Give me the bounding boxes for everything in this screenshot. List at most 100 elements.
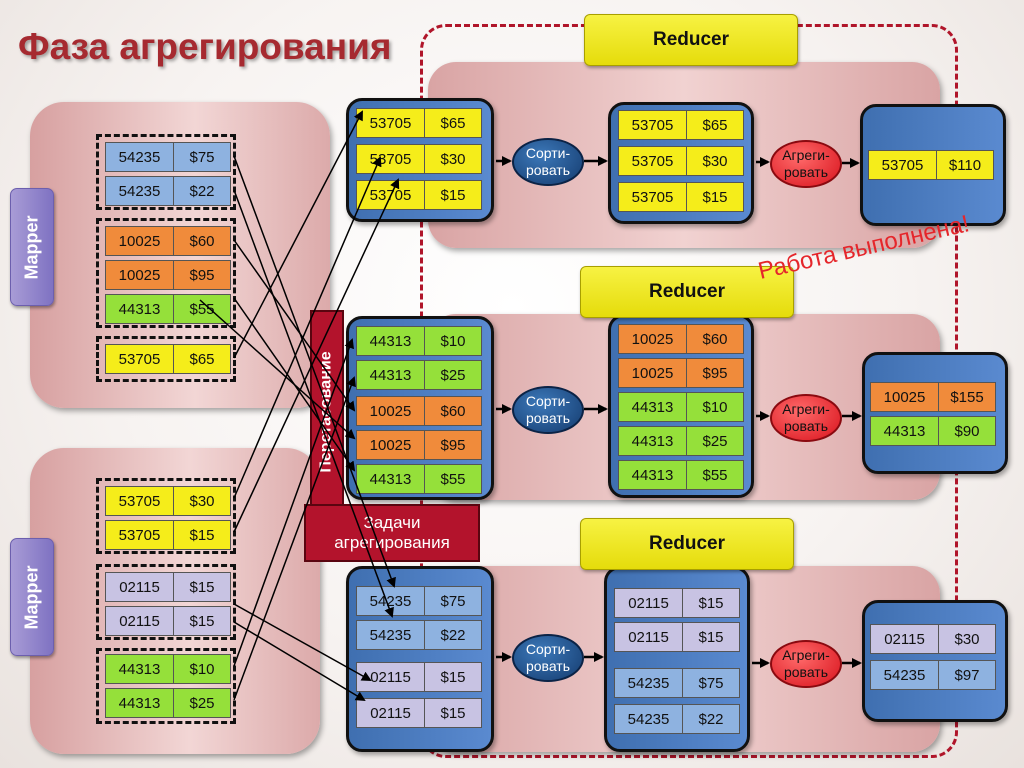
sort-label-line2: ровать	[525, 410, 571, 426]
value-cell: $30	[939, 625, 995, 653]
key-cell: 10025	[106, 227, 174, 255]
shuffle-arrow	[233, 621, 366, 702]
key-cell: 44313	[357, 465, 425, 493]
reducer-label-1: Reducer	[584, 14, 798, 66]
reducer-input-record: 02115$15	[356, 662, 482, 692]
shuffle-arrow	[233, 189, 394, 618]
reducer-input-record: 53705$65	[356, 108, 482, 138]
shuffle-arrow	[233, 297, 356, 472]
shuffle-arrow	[233, 338, 354, 667]
key-cell: 44313	[619, 393, 687, 421]
value-cell: $60	[425, 397, 481, 425]
value-cell: $75	[425, 587, 481, 615]
value-cell: $30	[425, 145, 481, 173]
shuffle-arrow	[233, 376, 356, 701]
reducer-input-record: 44313$55	[356, 464, 482, 494]
value-cell: $95	[687, 359, 743, 387]
value-cell: $95	[174, 261, 230, 289]
sort-label-line1: Сорти-	[525, 393, 571, 409]
value-cell: $15	[425, 663, 481, 691]
mapper-label-1: Mapper	[10, 188, 54, 306]
key-cell: 44313	[106, 295, 174, 323]
reducer-sorted-record: 10025$95	[618, 358, 744, 388]
reducer-input-record: 54235$75	[356, 586, 482, 616]
value-cell: $55	[687, 461, 743, 489]
value-cell: $25	[687, 427, 743, 455]
sort-step-2: Сорти-ровать	[512, 386, 584, 434]
value-cell: $22	[425, 621, 481, 649]
sort-label-line2: ровать	[525, 162, 571, 178]
reducer-input-record: 10025$60	[356, 396, 482, 426]
value-cell: $65	[425, 109, 481, 137]
reducer-sorted-record: 02115$15	[614, 588, 740, 618]
reducer-sorted-record: 54235$22	[614, 704, 740, 734]
key-cell: 10025	[619, 325, 687, 353]
key-cell: 53705	[106, 345, 174, 373]
key-cell: 44313	[619, 461, 687, 489]
value-cell: $25	[425, 361, 481, 389]
value-cell: $75	[174, 143, 230, 171]
reducer-label-3: Reducer	[580, 518, 794, 570]
value-cell: $10	[425, 327, 481, 355]
mapper2-group-3	[96, 648, 236, 724]
key-cell: 10025	[106, 261, 174, 289]
value-cell: $15	[683, 623, 739, 651]
key-cell: 54235	[357, 621, 425, 649]
reducer-output-record: 53705$110	[868, 150, 994, 180]
agg-label-line1: Агреги-	[782, 147, 830, 163]
value-cell: $60	[174, 227, 230, 255]
key-cell: 53705	[106, 487, 174, 515]
key-cell: 53705	[619, 111, 687, 139]
value-cell: $110	[937, 151, 993, 179]
key-cell: 53705	[869, 151, 937, 179]
agg-label-line2: ровать	[783, 664, 829, 680]
mapper-record: 53705$30	[105, 486, 231, 516]
mapper-record: 54235$75	[105, 142, 231, 172]
key-cell: 53705	[619, 147, 687, 175]
key-cell: 53705	[106, 521, 174, 549]
key-cell: 54235	[871, 661, 939, 689]
key-cell: 02115	[106, 607, 174, 635]
key-cell: 44313	[871, 417, 939, 445]
reducer-sorted-record: 44313$10	[618, 392, 744, 422]
key-cell: 44313	[357, 327, 425, 355]
reducer-output-record: 54235$97	[870, 660, 996, 690]
mapper1-group-3	[96, 336, 236, 382]
value-cell: $15	[174, 521, 230, 549]
value-cell: $15	[683, 589, 739, 617]
sort-label-line2: ровать	[525, 658, 571, 674]
mapper-record: 54235$22	[105, 176, 231, 206]
reducer-output-record: 02115$30	[870, 624, 996, 654]
reducer-sorted-record: 10025$60	[618, 324, 744, 354]
value-cell: $25	[174, 689, 230, 717]
key-cell: 54235	[615, 669, 683, 697]
key-cell: 53705	[357, 109, 425, 137]
value-cell: $55	[174, 295, 230, 323]
mapper1-group-2	[96, 218, 236, 328]
key-cell: 54235	[615, 705, 683, 733]
mapper-record: 44313$10	[105, 654, 231, 684]
key-cell: 53705	[619, 183, 687, 211]
tasks-label-line1: Задачи	[363, 513, 421, 532]
shuffle-arrow	[233, 603, 372, 681]
reducer-sorted-record: 53705$65	[618, 110, 744, 140]
value-cell: $15	[687, 183, 743, 211]
value-cell: $65	[174, 345, 230, 373]
value-cell: $155	[939, 383, 995, 411]
value-cell: $65	[687, 111, 743, 139]
agg-label-line1: Агреги-	[782, 647, 830, 663]
aggregation-tasks-box: Задачи агрегирования	[304, 504, 480, 562]
key-cell: 54235	[106, 143, 174, 171]
reducer-sorted-record: 02115$15	[614, 622, 740, 652]
page-title: Фаза агрегирования	[18, 26, 392, 67]
key-cell: 10025	[357, 431, 425, 459]
value-cell: $15	[425, 181, 481, 209]
value-cell: $75	[683, 669, 739, 697]
value-cell: $95	[425, 431, 481, 459]
value-cell: $22	[174, 177, 230, 205]
reducer-input-record: 02115$15	[356, 698, 482, 728]
value-cell: $90	[939, 417, 995, 445]
key-cell: 44313	[357, 361, 425, 389]
value-cell: $60	[687, 325, 743, 353]
shuffle-arrow	[233, 239, 356, 412]
